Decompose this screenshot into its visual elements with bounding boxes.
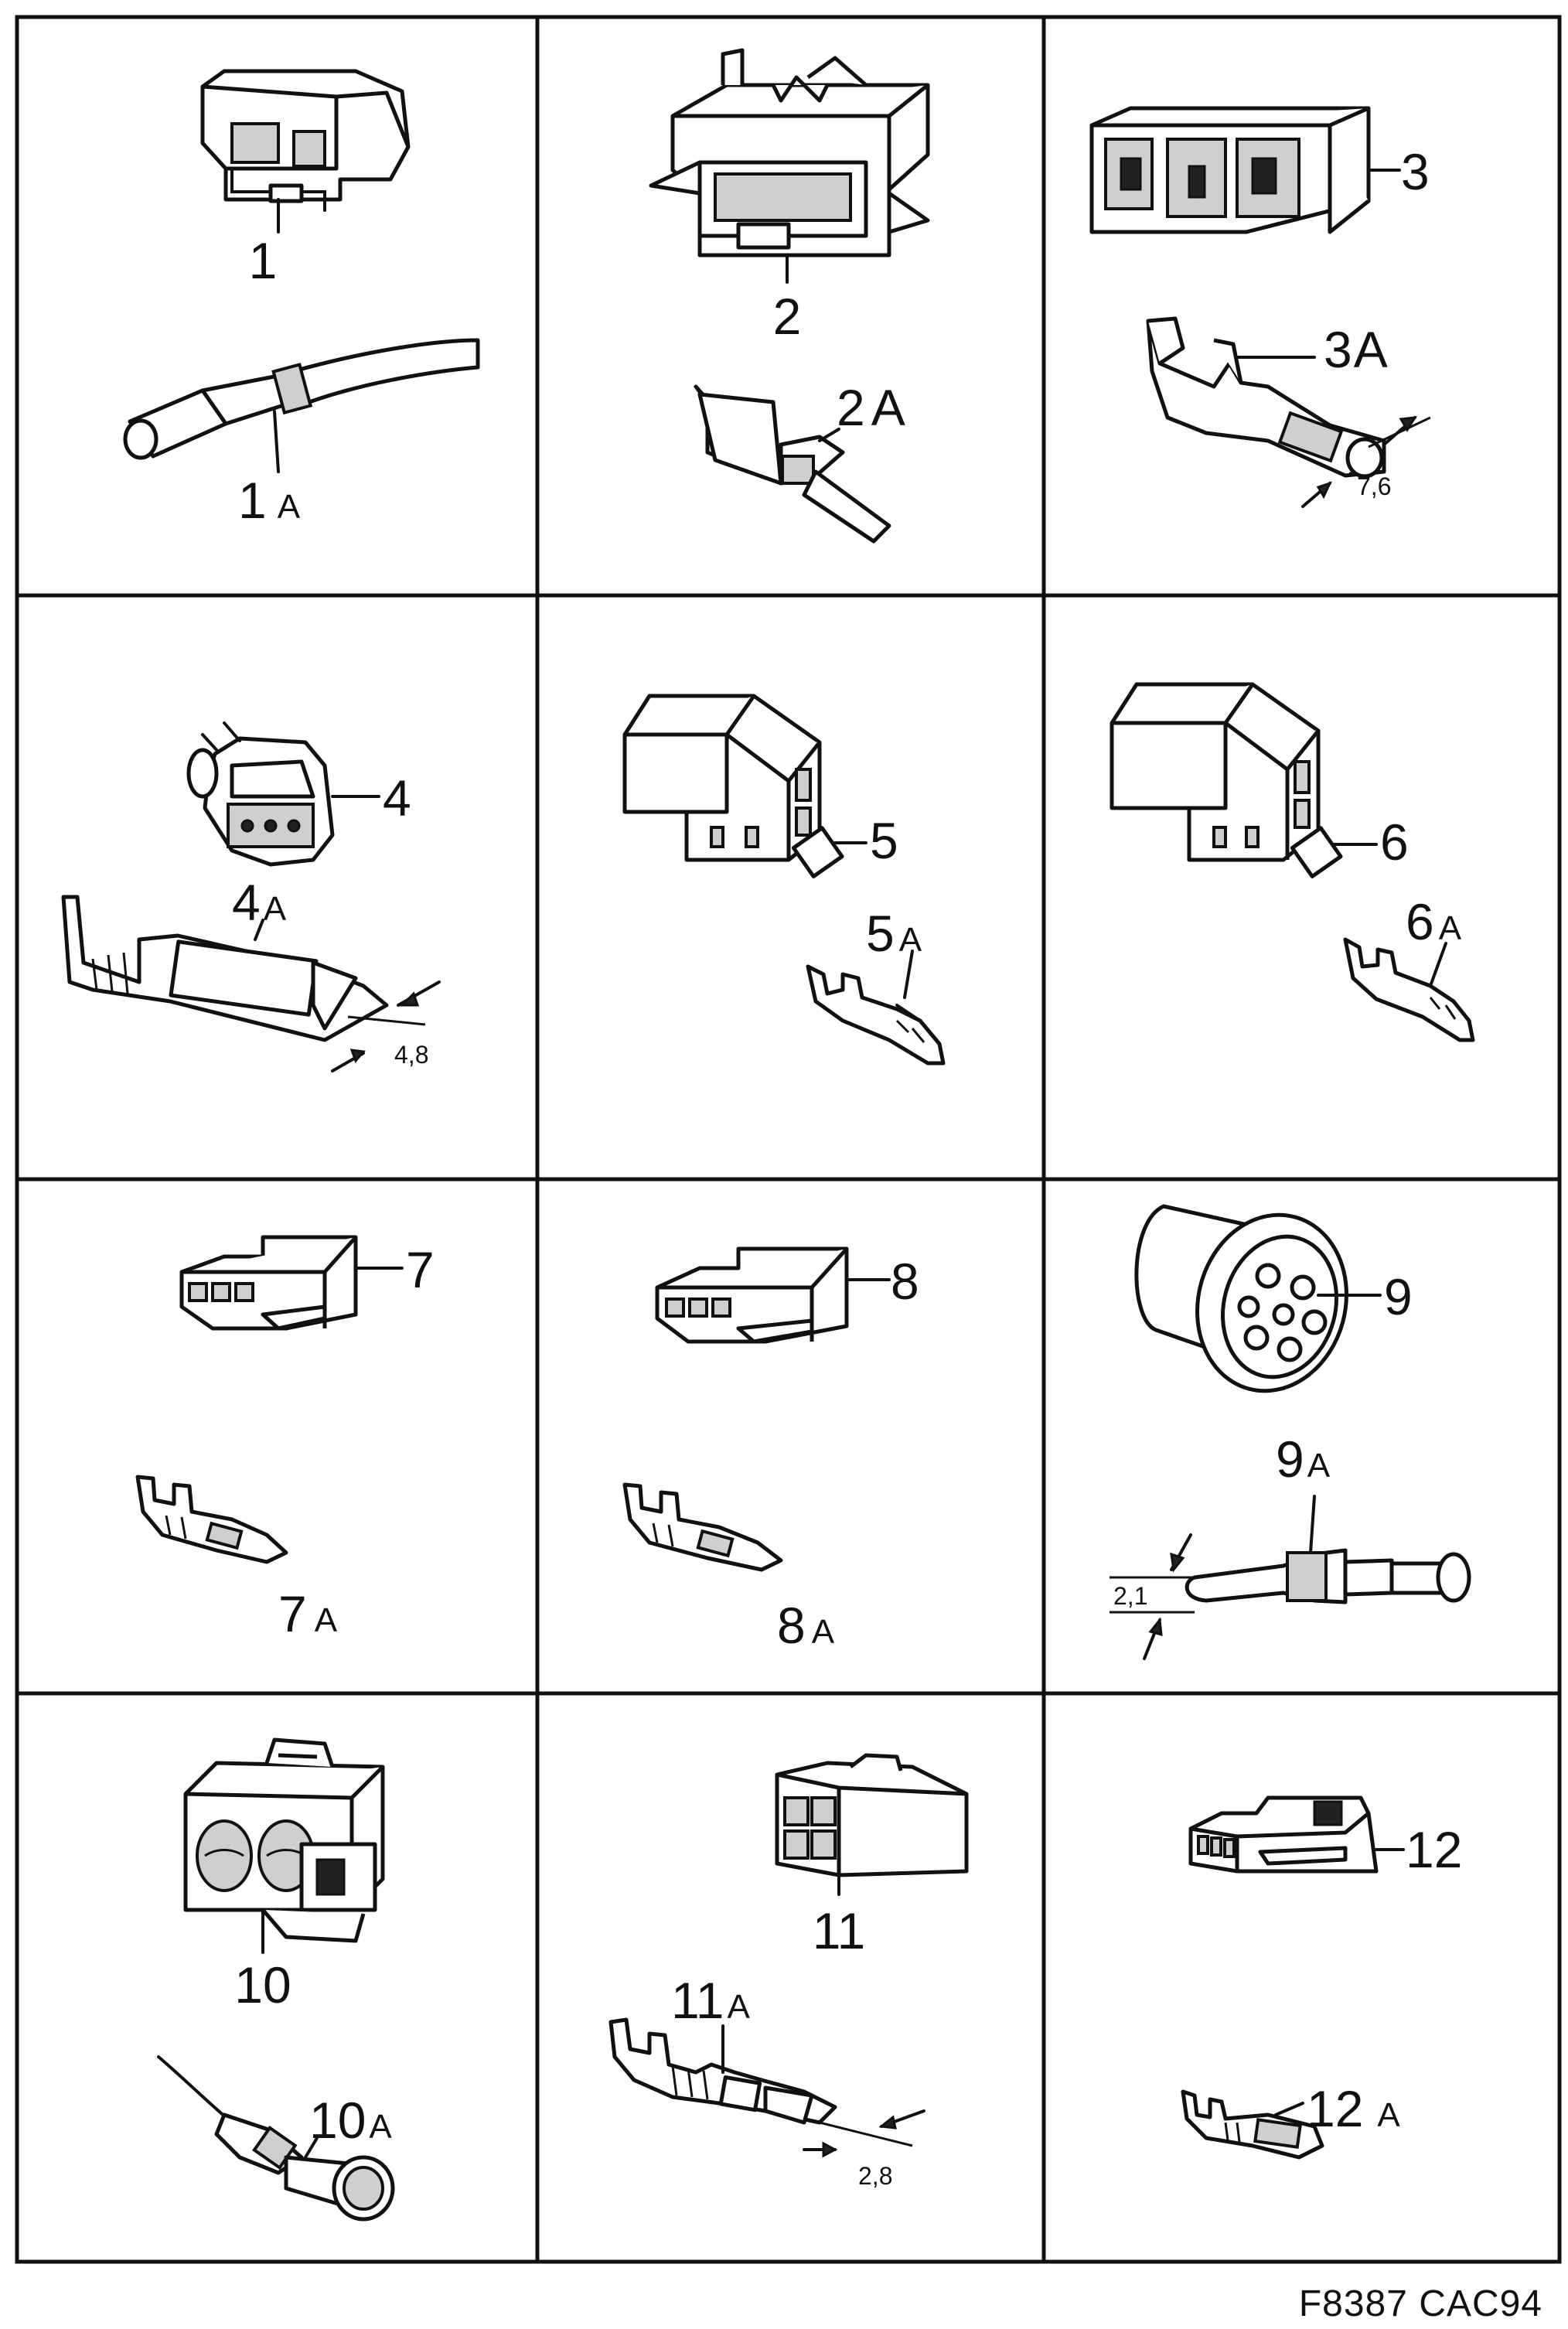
terminal-9a-drawing xyxy=(1110,1495,1471,1660)
terminal-9a-label: 9A xyxy=(1276,1430,1331,1488)
terminal-3a-suffix: A xyxy=(1354,321,1388,378)
terminal-5a-drawing xyxy=(806,950,946,1066)
connector-5-drawing xyxy=(622,694,868,878)
connector-4-label: 4 xyxy=(383,769,411,827)
connector-3-drawing xyxy=(1089,106,1401,234)
terminal-10a-label: 10A xyxy=(309,2092,392,2149)
terminal-9a-dimension: 2,1 xyxy=(1113,1582,1147,1610)
connector-2-drawing xyxy=(649,48,930,284)
terminal-3a-label: 3A xyxy=(1324,321,1388,378)
cell-3: 3 3A 7,6 xyxy=(1089,106,1431,508)
cell-10: 10 10A xyxy=(157,1737,395,2222)
terminal-3a-num: 3 xyxy=(1324,321,1352,378)
sheet-reference: F8387 CAC94 xyxy=(1299,2283,1542,2324)
grid-frame xyxy=(15,15,1562,2264)
terminal-8a-drawing xyxy=(622,1482,783,1572)
terminal-4a-drawing xyxy=(61,895,441,1072)
connector-12-drawing xyxy=(1188,1795,1405,1874)
terminal-10a-suffix: A xyxy=(369,2108,392,2146)
connector-3-label: 3 xyxy=(1401,143,1430,200)
terminal-11a-suffix: A xyxy=(728,1988,751,2026)
terminal-12a-num: 12 xyxy=(1307,2080,1363,2137)
terminal-7a-drawing xyxy=(135,1475,288,1564)
terminal-7a-num: 7 xyxy=(278,1585,307,1642)
terminal-6a-num: 6 xyxy=(1406,893,1434,950)
connector-7-drawing xyxy=(179,1235,404,1331)
terminal-4a-num: 4 xyxy=(232,874,261,931)
terminal-1a-num: 1 xyxy=(238,472,267,529)
cell-9: 9 9A 2,1 xyxy=(1110,1204,1471,1660)
connector-1-label: 1 xyxy=(249,232,278,289)
terminal-12a-drawing xyxy=(1181,2089,1324,2160)
terminal-3a-drawing xyxy=(1146,316,1431,508)
terminal-4a-dimension: 4,8 xyxy=(394,1041,428,1069)
terminal-6a-drawing xyxy=(1343,937,1475,1042)
terminal-11a-dimension: 2,8 xyxy=(858,2162,892,2190)
terminal-5a-num: 5 xyxy=(866,905,895,962)
connector-9-label: 9 xyxy=(1384,1268,1413,1325)
terminal-12a-label: 12 A xyxy=(1307,2080,1400,2137)
terminal-1a-drawing xyxy=(123,338,480,473)
connector-1-drawing xyxy=(200,69,411,234)
terminal-7a-suffix: A xyxy=(315,1601,338,1639)
terminal-1a-suffix: A xyxy=(278,488,301,526)
cell-4: 4 4A 4,8 xyxy=(61,721,441,1072)
terminal-11a-label: 11A xyxy=(671,1972,751,2029)
connector-5-label: 5 xyxy=(870,812,898,869)
connector-12-label: 12 xyxy=(1406,1821,1462,1878)
connector-10-drawing xyxy=(183,1737,385,1954)
terminal-3a-dimension: 7,6 xyxy=(1357,472,1391,500)
connector-2-label: 2 xyxy=(773,288,802,345)
connector-4-drawing xyxy=(186,721,380,867)
terminal-8a-suffix: A xyxy=(812,1613,835,1651)
connector-11-label: 11 xyxy=(813,1902,866,1959)
terminal-12a-suffix: A xyxy=(1377,2096,1400,2134)
connector-11-drawing xyxy=(775,1753,969,1896)
terminal-11a-num: 11 xyxy=(671,1972,724,2029)
terminal-6a-suffix: A xyxy=(1439,909,1462,947)
connector-10-label: 10 xyxy=(234,1956,291,2014)
terminal-9a-num: 9 xyxy=(1276,1430,1304,1488)
terminal-11a-drawing xyxy=(608,2017,925,2158)
terminal-10a-drawing xyxy=(157,2055,395,2222)
terminal-2a-drawing xyxy=(694,384,891,544)
connector-6-drawing xyxy=(1110,682,1378,878)
cell-11: 11 11A 2,8 xyxy=(608,1753,969,2190)
connector-7-label: 7 xyxy=(406,1241,435,1298)
terminal-2a-suffix: A xyxy=(871,379,905,436)
terminal-10a-num: 10 xyxy=(309,2092,366,2149)
terminal-2a-num: 2 xyxy=(837,379,865,436)
terminal-8a-num: 8 xyxy=(777,1597,806,1654)
terminal-9a-suffix: A xyxy=(1307,1447,1331,1485)
connector-8-drawing xyxy=(655,1246,891,1344)
terminal-4a-suffix: A xyxy=(264,890,287,928)
terminal-4a-label: 4A xyxy=(232,874,287,931)
connector-6-label: 6 xyxy=(1380,813,1409,871)
terminal-5a-suffix: A xyxy=(899,921,922,959)
connector-8-label: 8 xyxy=(891,1253,919,1310)
connector-9-drawing xyxy=(1134,1204,1382,1393)
